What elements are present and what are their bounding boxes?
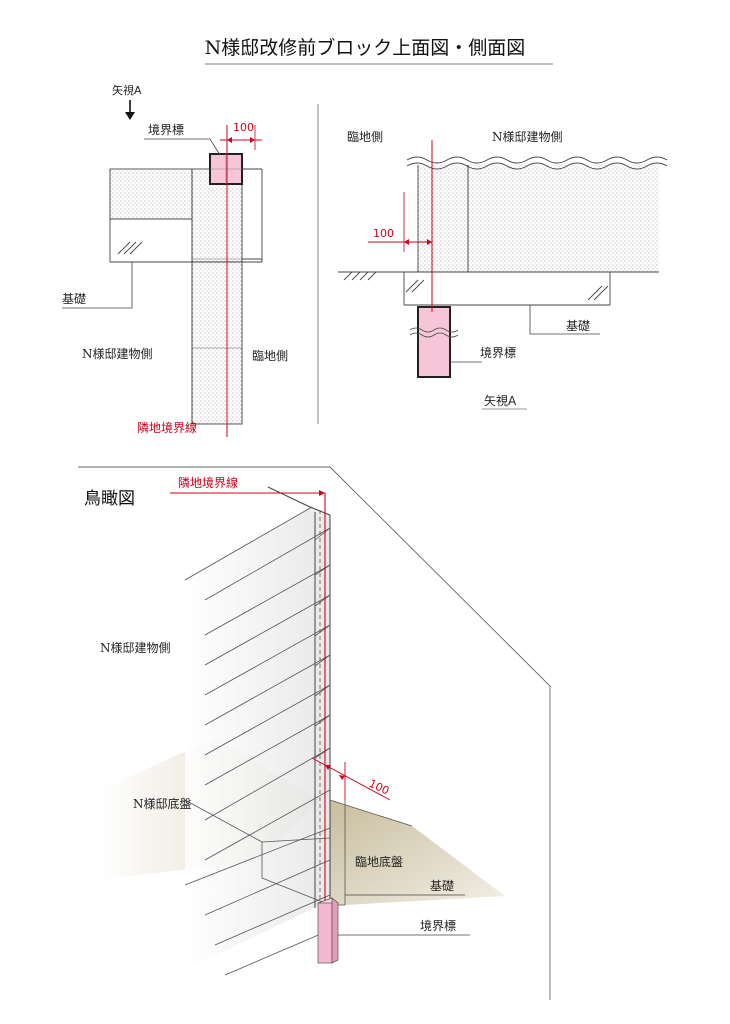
foundation-leader <box>62 262 133 309</box>
side-dimension-100 <box>368 192 432 252</box>
marker-label: 境界標 <box>148 122 184 137</box>
side-foundation-leader <box>529 305 600 335</box>
side-dimension-value: 100 <box>373 227 394 240</box>
birdseye-marker-label: 境界標 <box>420 918 456 933</box>
birdseye-neighbor-ground-label: 臨地底盤 <box>355 854 403 869</box>
side-n-side-label: N様邸建物側 <box>492 130 563 144</box>
dimension-100 <box>220 125 262 437</box>
marker-leader <box>144 138 221 156</box>
side-neighbor-label: 臨地側 <box>347 130 383 144</box>
top-view: 矢視A 基礎 <box>62 83 288 437</box>
birdseye-title: 鳥瞰図 <box>84 489 135 509</box>
dimension-value: 100 <box>233 121 254 134</box>
birdseye-foundation-label: 基礎 <box>430 879 454 893</box>
birdseye-view: 鳥瞰図 <box>78 466 551 1000</box>
break-line-top <box>406 156 668 164</box>
boundary-marker-square <box>209 153 243 185</box>
neighbor-side-label: 臨地側 <box>252 349 288 363</box>
side-view: 臨地側 N様邸建物側 基礎 <box>338 130 668 410</box>
n-side-label: N様邸建物側 <box>82 347 153 361</box>
birdseye-n-side-label: N様邸建物側 <box>100 641 171 655</box>
side-marker-label: 境界標 <box>480 345 516 360</box>
birdseye-n-ground-label: N様邸底盤 <box>133 796 192 811</box>
page-title: N様邸改修前ブロック上面図・側面図 <box>205 36 526 59</box>
vertical-block <box>191 168 243 425</box>
wall-body <box>418 165 659 272</box>
birdseye-dimension-100 <box>311 757 391 801</box>
neighbor-ground <box>330 800 505 905</box>
frame-outline <box>78 466 551 1000</box>
down-arrow-icon <box>125 100 135 120</box>
wall-face <box>185 507 330 970</box>
foundation-outline <box>109 169 263 263</box>
break-line-bottom <box>406 162 668 170</box>
course-lines <box>184 506 331 976</box>
view-arrow-label: 矢視A <box>112 83 142 97</box>
side-foundation <box>338 271 611 306</box>
page-title-group: N様邸改修前ブロック上面図・側面図 <box>205 36 553 65</box>
foundation-label: 基礎 <box>62 292 86 306</box>
birdseye-boundary-label: 隣地境界線 <box>178 475 238 490</box>
boundary-line-label: 隣地境界線 <box>137 420 197 435</box>
birdseye-boundary-marker <box>317 897 339 964</box>
course-ticks <box>314 527 331 759</box>
horizontal-block <box>109 168 193 220</box>
side-boundary-marker <box>409 306 459 378</box>
side-view-label: 矢視A <box>484 393 517 408</box>
side-foundation-label: 基礎 <box>566 319 590 333</box>
